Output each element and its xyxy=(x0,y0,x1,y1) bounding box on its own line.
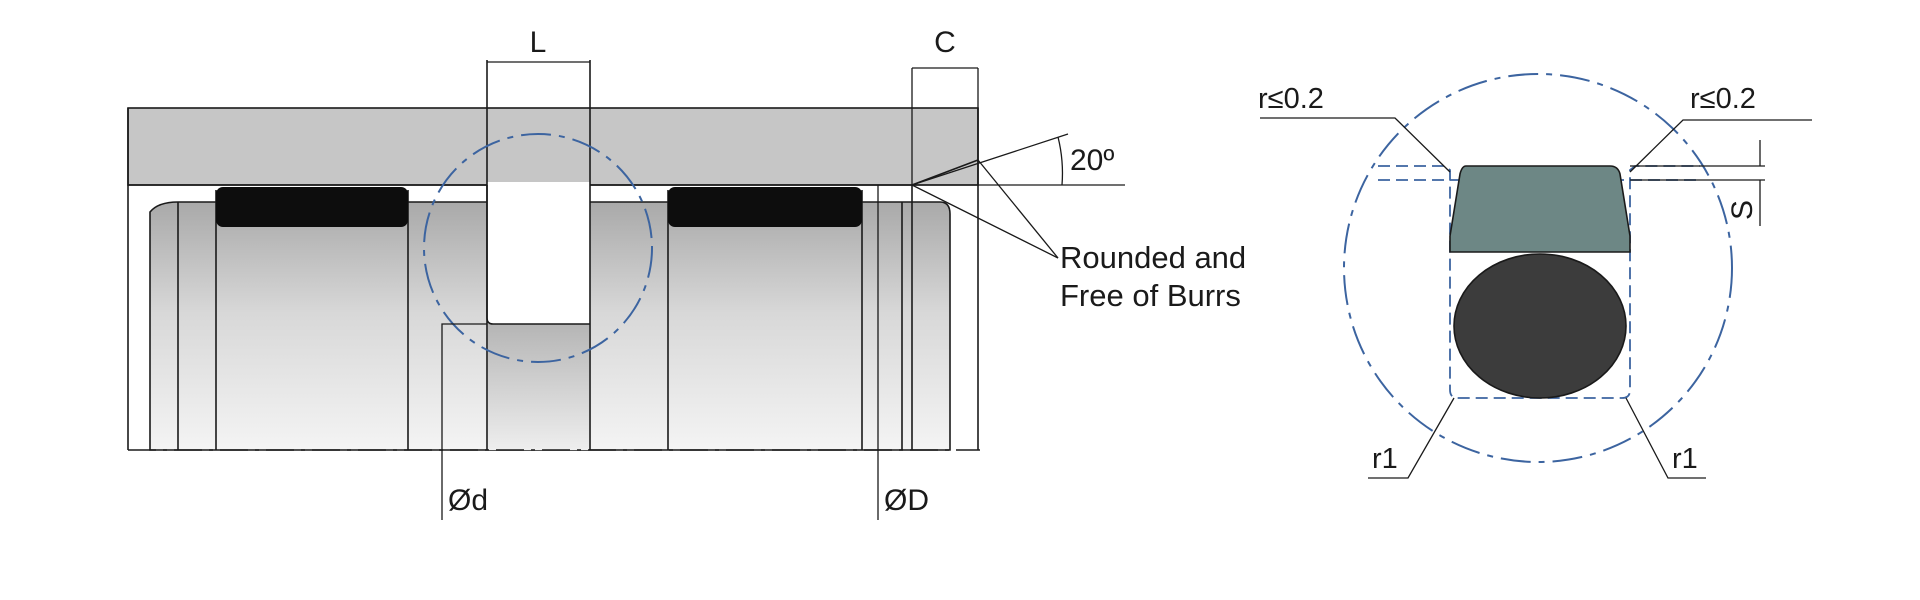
dim-C-label: C xyxy=(934,26,956,59)
dia-large-label: ØD xyxy=(884,484,929,517)
radius-top-right: r≤0.2 xyxy=(1690,83,1756,115)
note-burrs: Free of Burrs xyxy=(1060,278,1241,313)
dim-L-label: L xyxy=(530,26,547,59)
groove-detail: r≤0.2 r≤0.2 r1 r1 S xyxy=(1258,73,1812,479)
housing-body xyxy=(127,107,979,186)
groove-bottom xyxy=(487,190,590,324)
radius-bottom-left: r1 xyxy=(1372,443,1398,475)
o-ring xyxy=(1453,253,1627,399)
dim-S-label: S xyxy=(1726,200,1759,220)
seal-left xyxy=(216,187,408,227)
housing-cross-section: L C 20º Rounded and Free of Burrs Ød ØD xyxy=(127,26,1246,520)
radius-top-left: r≤0.2 xyxy=(1258,83,1324,115)
note-rounded: Rounded and xyxy=(1060,240,1246,275)
detail-circle-left xyxy=(423,133,653,363)
slipper-ring xyxy=(1449,165,1631,253)
seal-right xyxy=(668,187,862,227)
dia-small-label: Ød xyxy=(448,484,488,517)
angle-label: 20º xyxy=(1070,144,1114,177)
detail-circle-right xyxy=(1343,73,1733,463)
radius-bottom-right: r1 xyxy=(1672,443,1698,475)
